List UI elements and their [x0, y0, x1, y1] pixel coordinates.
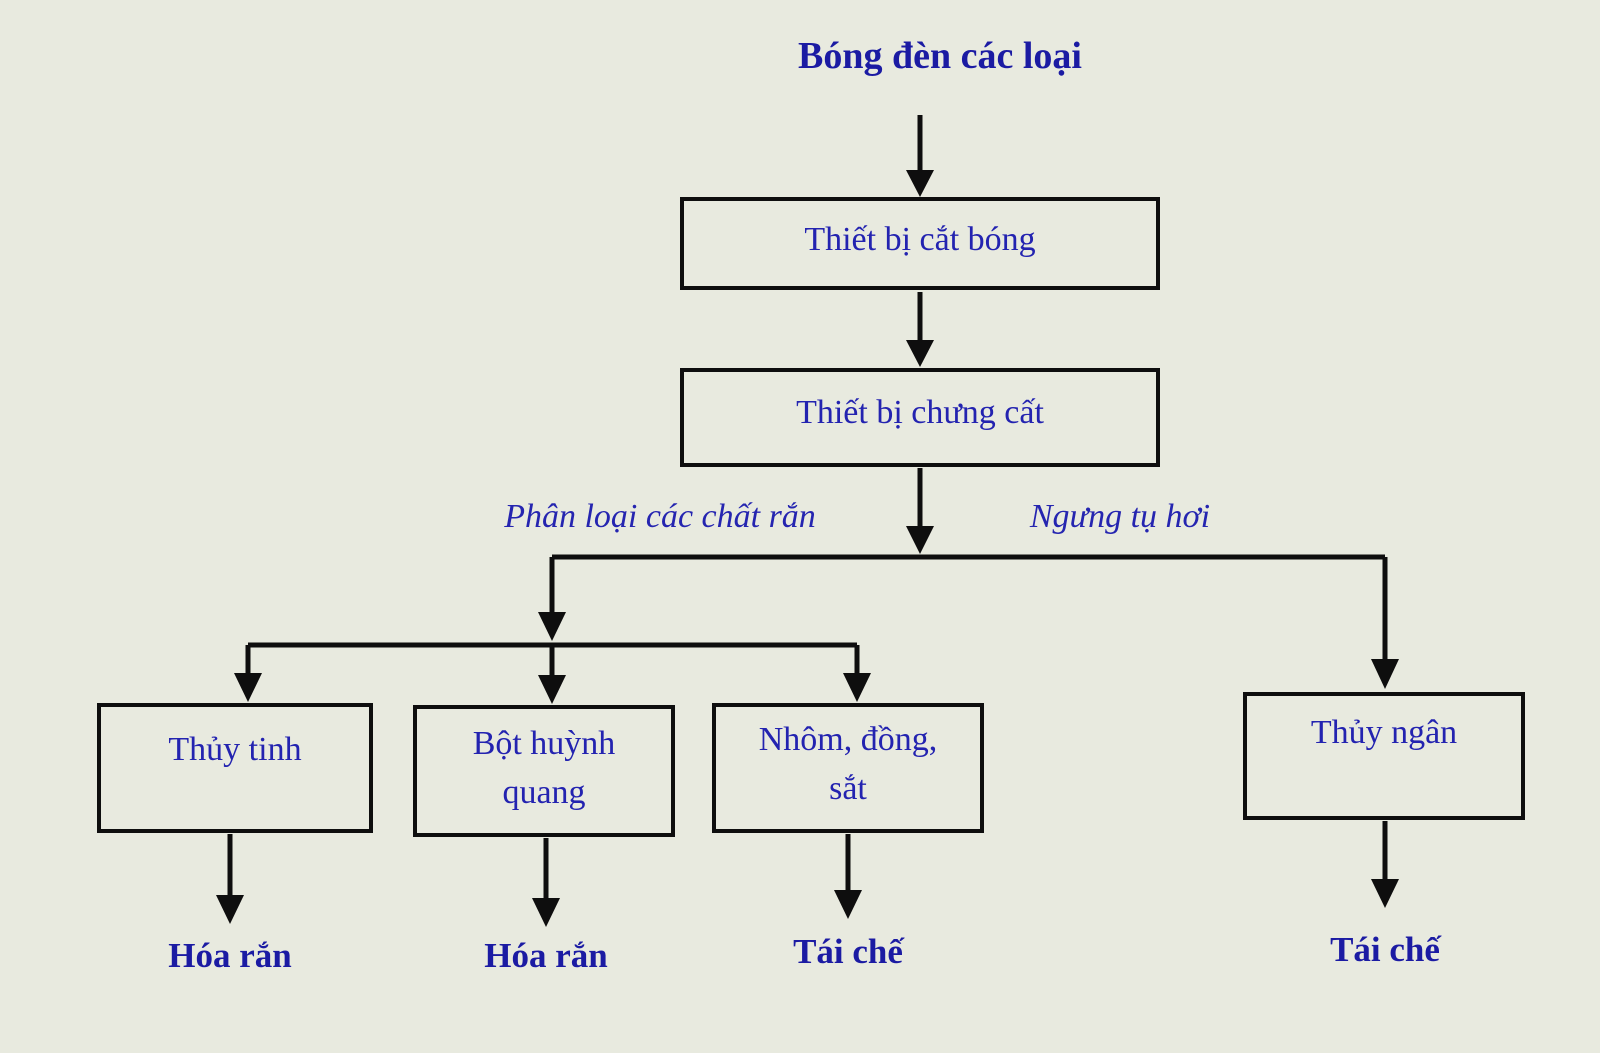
node-cutter: Thiết bị cắt bóng	[680, 197, 1160, 290]
diagram-title: Bóng đèn các loại	[798, 35, 1082, 77]
branch-label-solids: Phân loại các chất rắn	[504, 498, 816, 535]
arrowhead-glass-to-outcome	[216, 895, 244, 924]
node-glass: Thủy tinh	[97, 703, 373, 833]
node-metals: Nhôm, đồng, sắt	[712, 703, 984, 833]
arrowhead-cutter-to-distill	[906, 340, 934, 367]
arrowhead-title-to-cutter	[906, 170, 934, 197]
branch-label-vapor: Ngưng tụ hơi	[1029, 498, 1211, 535]
arrowhead-to-metals	[843, 673, 871, 702]
node-distill: Thiết bị chưng cất	[680, 368, 1160, 467]
outcome-glass: Hóa rắn	[168, 936, 292, 975]
arrowhead-phosphor-to-outcome	[532, 898, 560, 927]
arrowhead-to-glass	[234, 673, 262, 702]
outcome-phosphor: Hóa rắn	[484, 936, 608, 975]
arrowhead-split-to-solids-bar	[538, 612, 566, 641]
arrowhead-metals-to-outcome	[834, 890, 862, 919]
arrowhead-to-phosphor	[538, 675, 566, 704]
arrowhead-distill-to-split	[906, 526, 934, 554]
arrowhead-mercury-to-outcome	[1371, 879, 1399, 908]
node-mercury: Thủy ngân	[1243, 692, 1525, 820]
node-phosphor: Bột huỳnh quang	[413, 705, 675, 837]
outcome-mercury: Tái chế	[1330, 930, 1440, 969]
arrowhead-split-to-mercury	[1371, 659, 1399, 689]
outcome-metals: Tái chế	[793, 932, 903, 971]
